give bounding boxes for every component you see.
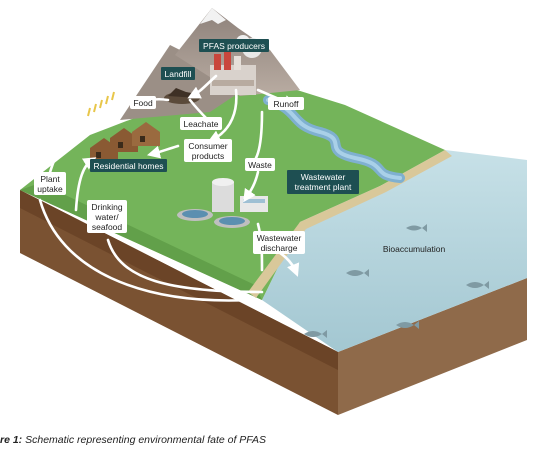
svg-text:Waste: Waste: [248, 160, 272, 170]
arrow-consumer-to-homes: [146, 144, 180, 159]
svg-text:Drinking: Drinking: [91, 202, 122, 212]
label-residential-homes: Residential homes: [90, 159, 167, 172]
svg-text:seafood: seafood: [92, 222, 123, 232]
svg-text:Leachate: Leachate: [184, 119, 219, 129]
arrow-food-to-crops: [107, 100, 130, 113]
label-drinking-water-seafood: Drinking water/ seafood: [87, 200, 127, 233]
svg-text:Bioaccumulation: Bioaccumulation: [383, 244, 446, 254]
svg-text:water/: water/: [94, 212, 119, 222]
figure-caption-text: Schematic representing environmental fat…: [22, 434, 266, 446]
crops-icon: [87, 91, 115, 117]
label-bioaccumulation: Bioaccumulation: [383, 244, 446, 254]
wastewater-plant-icon: [177, 178, 268, 228]
svg-text:discharge: discharge: [261, 243, 298, 253]
residential-houses: [90, 122, 160, 162]
svg-text:products: products: [192, 151, 225, 161]
label-consumer-products: Consumer products: [184, 139, 232, 162]
svg-text:Wastewater: Wastewater: [301, 172, 346, 182]
label-leachate: Leachate: [180, 117, 222, 130]
soil-front-face: [338, 278, 527, 415]
svg-text:Wastewater: Wastewater: [257, 233, 302, 243]
mountain-snowcap: [200, 8, 226, 24]
svg-text:Consumer: Consumer: [188, 141, 227, 151]
svg-text:PFAS producers: PFAS producers: [203, 41, 265, 51]
beach: [248, 150, 452, 298]
label-landfill: Landfill: [161, 67, 195, 80]
arrow-big-loop: [38, 198, 252, 302]
label-food: Food: [130, 96, 156, 109]
arrow-plant-uptake: [46, 119, 91, 182]
arrow-waste-down: [243, 170, 260, 203]
soil-left-face-band: [20, 190, 338, 370]
arrow-waste: [254, 110, 264, 160]
arrow-big-loop-inner: [106, 238, 264, 294]
label-plant-uptake: Plant uptake: [34, 172, 66, 195]
figure-caption: re 1: Schematic representing environment…: [0, 434, 534, 446]
svg-text:Plant: Plant: [40, 174, 60, 184]
sea-body: [262, 150, 527, 352]
label-wastewater-discharge: Wastewater discharge: [253, 231, 305, 254]
arrow-producers-to-landfill: [187, 74, 218, 99]
svg-text:Residential homes: Residential homes: [94, 161, 164, 171]
figure-caption-prefix: re 1:: [0, 434, 23, 446]
svg-text:Landfill: Landfill: [165, 69, 192, 79]
arrow-producers-consumer: [207, 88, 238, 143]
svg-text:uptake: uptake: [37, 184, 63, 194]
land-top-shade: [20, 183, 262, 300]
svg-text:Food: Food: [133, 98, 153, 108]
fish-group: [304, 224, 489, 338]
label-waste: Waste: [245, 158, 275, 171]
label-wastewater-treatment-plant: Wastewater treatment plant: [287, 170, 359, 194]
label-pfas-producers: PFAS producers: [199, 39, 269, 52]
label-runoff: Runoff: [268, 97, 304, 110]
svg-text:treatment plant: treatment plant: [295, 182, 352, 192]
svg-text:Runoff: Runoff: [274, 99, 300, 109]
river-highlight: [266, 98, 402, 180]
